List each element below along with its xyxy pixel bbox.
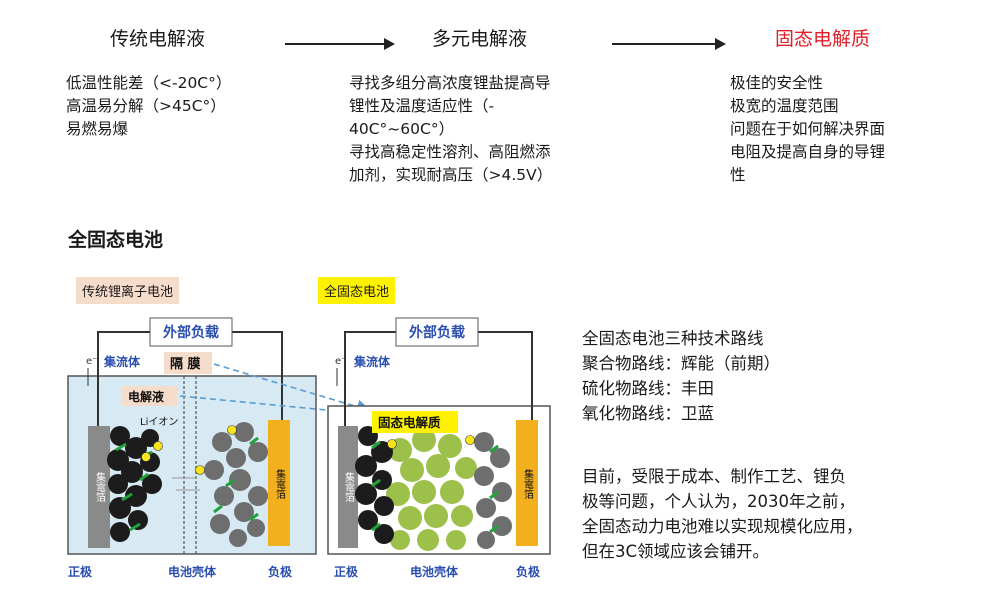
route-line: 氧化物路线：卫蓝 <box>582 404 714 423</box>
separator-to-solid-arrow <box>213 363 372 414</box>
negative-electrode-label: 负极 <box>516 564 541 579</box>
cathode-foil-label: 集電箔 <box>343 471 355 503</box>
current-collector-label: 集流体 <box>353 354 391 369</box>
solid-line: 极宽的温度范围 <box>730 97 839 115</box>
anode-foil <box>268 420 290 546</box>
solid-electrolyte-tag <box>372 411 458 433</box>
separator-tag <box>164 352 212 374</box>
solid-description: 极佳的安全性 极宽的温度范围 问题在于如何解决界面 电阻及提高自身的导锂 性 <box>730 72 885 187</box>
arrow-1-line <box>285 43 385 45</box>
ion-movement-arrows <box>172 477 200 491</box>
anode-foil-label: 集電箔 <box>522 468 534 500</box>
stage-solid-electrolyte: 固态电解质 <box>775 28 871 50</box>
positive-electrode-label: 正极 <box>68 564 93 579</box>
multi-line: 寻找高稳定性溶剂、高阻燃添 <box>349 143 551 161</box>
conductive-additive <box>371 440 499 534</box>
traditional-line: 低温性能差（<-20C°） <box>66 74 232 92</box>
arrow-1-head <box>384 38 395 50</box>
solid-battery-diagram: 外部负载 e⁻ 集流体 集電箔 <box>327 317 551 579</box>
current-collector-label: 集流体 <box>103 354 141 369</box>
cathode-foil <box>88 426 110 548</box>
traditional-line: 易燃易爆 <box>66 120 129 138</box>
cathode-foil <box>338 426 358 548</box>
electrolyte-to-solid-arrow <box>179 395 372 421</box>
traditional-line: 高温易分解（>45C°） <box>66 97 226 115</box>
stage-multi-electrolyte: 多元电解液 <box>432 28 528 50</box>
technology-routes: 全固态电池三种技术路线 聚合物路线：辉能（前期） 硫化物路线：丰田 氧化物路线：… <box>582 326 780 426</box>
external-load-box <box>149 317 233 347</box>
solid-line: 极佳的安全性 <box>730 74 824 92</box>
traditional-battery-diagram: 外部负载 e⁻ 集流体 隔 膜 电解液 Liイオン 集電箔 集電箔 <box>67 317 317 579</box>
outlook-line: 极等问题，个人认为，2030年之前， <box>582 492 855 511</box>
solid-electrolyte-particles <box>386 428 477 551</box>
multi-description: 寻找多组分高浓度锂盐提高导 锂性及温度适应性（- 40C°~60C°） 寻找高稳… <box>349 72 552 187</box>
solid-line: 电阻及提高自身的导锂 <box>730 143 886 161</box>
cathode-particles <box>107 426 162 542</box>
multi-line: 寻找多组分高浓度锂盐提高导 <box>349 74 551 92</box>
negative-electrode-label: 负极 <box>268 564 293 579</box>
multi-line: 加剂，实现耐高压（>4.5V） <box>349 166 553 184</box>
electrolyte-label: 电解液 <box>128 389 164 404</box>
anode-particles <box>474 432 512 549</box>
tag-traditional-battery: 传统锂离子电池 <box>76 277 180 304</box>
electron-label: e⁻ <box>86 356 97 367</box>
section-title: 全固态电池 <box>68 229 164 251</box>
positive-electrode-label: 正极 <box>334 564 359 579</box>
separator-label: 隔 膜 <box>170 356 201 372</box>
battery-case-label: 电池壳体 <box>410 564 459 579</box>
conductive-additive <box>213 436 259 522</box>
cathode-particles <box>355 426 394 544</box>
route-line: 聚合物路线：辉能（前期） <box>582 354 780 373</box>
anode-foil <box>516 420 538 546</box>
external-load-label: 外部负载 <box>409 324 465 341</box>
cathode-foil-label: 集電箔 <box>94 471 106 503</box>
lithium-ions <box>141 425 237 475</box>
anode-particles <box>204 422 268 547</box>
multi-line: 锂性及温度适应性（- <box>349 97 495 115</box>
arrow-2-head <box>715 38 726 50</box>
outlook-line: 全固态动力电池难以实现规模化应用， <box>582 517 863 536</box>
stage-traditional-electrolyte: 传统电解液 <box>110 28 206 50</box>
battery-case-label: 电池壳体 <box>168 564 217 579</box>
outlook-paragraph: 目前，受限于成本、制作工艺、锂负 极等问题，个人认为，2030年之前， 全固态动… <box>582 464 863 564</box>
electrolyte-tag <box>122 386 178 406</box>
outlook-line: 目前，受限于成本、制作工艺、锂负 <box>582 467 846 486</box>
solid-line: 性 <box>730 166 746 184</box>
external-load-label: 外部负载 <box>163 324 219 341</box>
outlook-line: 但在3C领域应该会铺开。 <box>582 542 770 561</box>
tag-solid-battery: 全固态电池 <box>318 277 396 304</box>
electron-label: e⁻ <box>335 356 346 367</box>
route-line: 硫化物路线：丰田 <box>582 379 714 398</box>
solid-electrolyte-label: 固态电解质 <box>378 415 441 430</box>
traditional-description: 低温性能差（<-20C°） 高温易分解（>45C°） 易燃易爆 <box>66 72 231 141</box>
multi-line: 40C°~60C°） <box>349 120 455 138</box>
li-ion-label: Liイオン <box>140 416 178 428</box>
arrow-2-line <box>612 43 716 45</box>
external-load-box <box>395 317 479 347</box>
solid-line: 问题在于如何解决界面 <box>730 120 886 138</box>
route-line: 全固态电池三种技术路线 <box>582 329 764 348</box>
lithium-ions <box>387 435 475 449</box>
anode-foil-label: 集電箔 <box>274 468 286 500</box>
